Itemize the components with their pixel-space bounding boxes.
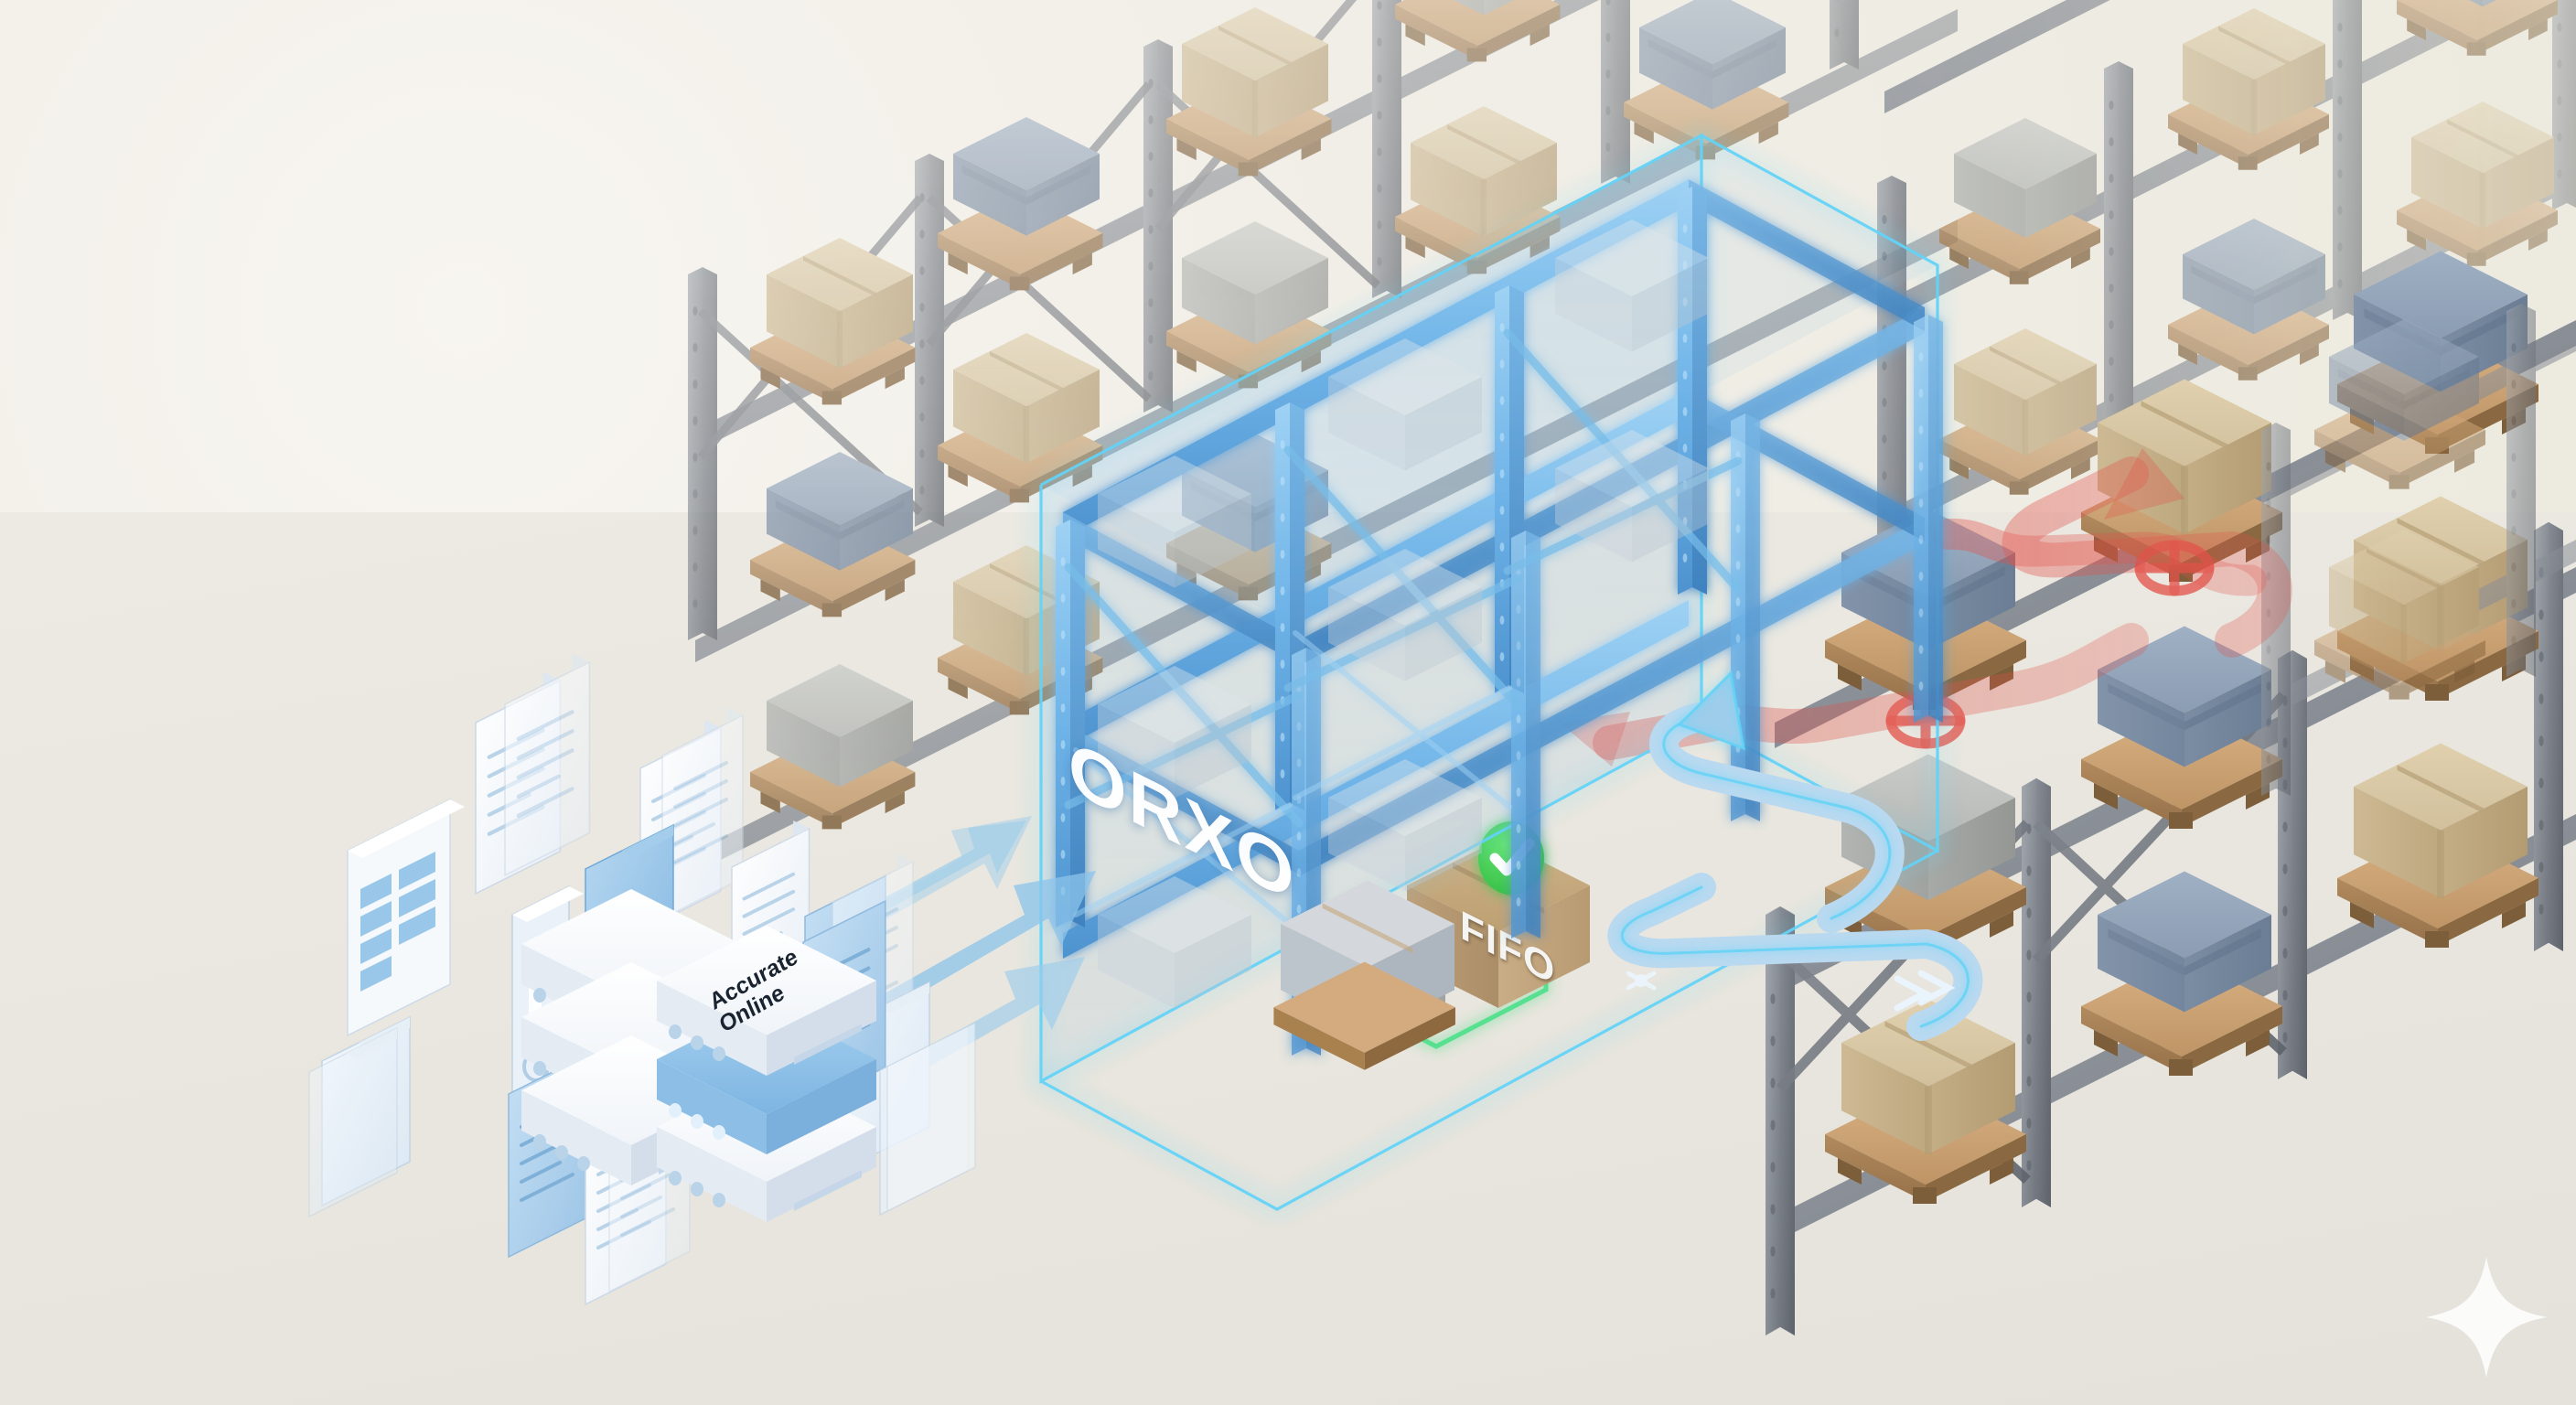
rack-row-right-far bbox=[2261, 304, 2576, 796]
chevron-markers bbox=[1894, 970, 1956, 1012]
forbidden-circle-icon-upper bbox=[2134, 540, 2215, 596]
sync-icon bbox=[1626, 971, 1657, 991]
inbay-real-load bbox=[1273, 880, 1455, 1070]
spreadsheet-card bbox=[347, 798, 465, 1037]
approved-arrow-lower bbox=[1607, 873, 1983, 1041]
folder-stack-right bbox=[879, 1022, 976, 1217]
sparkle-icon bbox=[2426, 1257, 2547, 1378]
blocked-arrow-upper bbox=[1931, 448, 2292, 658]
rack-row-mid bbox=[1877, 0, 2576, 549]
approved-arrow-upper bbox=[1649, 670, 1905, 933]
